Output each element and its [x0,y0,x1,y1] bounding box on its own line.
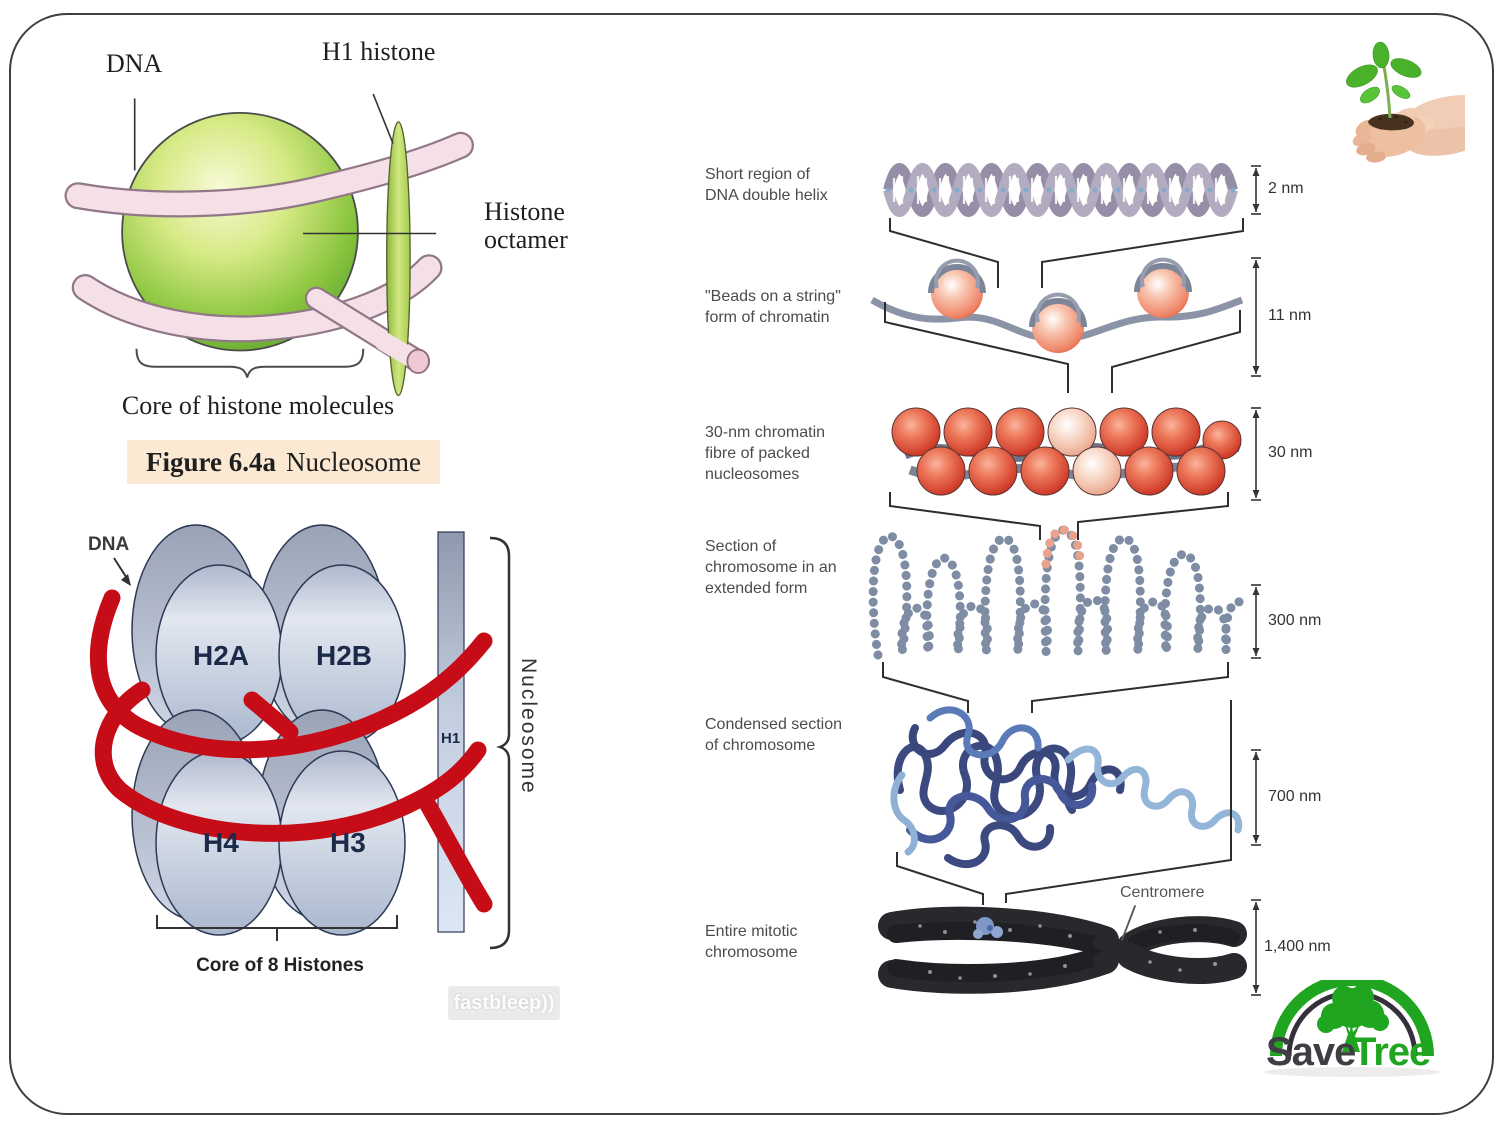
size-300nm: 300 nm [1268,612,1322,629]
nucleosome-label: Nucleosome [517,658,540,795]
level-label-dna-helix: Short region of DNA double helix [705,166,828,204]
condensed-chromosome [890,706,1243,869]
centromere-label: Centromere [1120,884,1205,901]
logo-arch-green [1270,980,1434,1057]
dna-label: DNA [106,49,163,78]
arrow-700nm [1251,749,1261,846]
size-30nm: 30 nm [1268,444,1313,461]
h4-label: H4 [203,827,239,858]
h2a-label: H2A [193,640,250,671]
figure-caption-title: Nucleosome [286,446,421,477]
core-brace [135,348,365,378]
level-label-fibre: 30-nm chromatin fibre of packed nucleoso… [705,424,826,483]
h2b-label: H2B [316,640,373,671]
arrow-300nm [1251,584,1261,659]
packing-diagram-graphic [868,163,1261,996]
logo-tree [1317,985,1389,1052]
save-tree-logo-graphic [1264,980,1440,1077]
dna-red-strand [89,589,493,913]
h3-label: H3 [330,827,366,858]
size-2nm: 2 nm [1268,180,1304,197]
level-connectors [882,218,1244,905]
level-label-condensed: Condensed section of chromosome [705,716,842,754]
histone-core-figure-graphic [89,524,511,950]
arrow-1400nm [1251,899,1261,996]
figure-caption: Figure 6.4a Nucleosome [127,440,440,484]
dimension-arrows [1251,165,1261,996]
histone-octamer-label: Histone octamer [484,197,568,254]
leaves [1346,41,1422,104]
logo-word-tree: Tree [1352,1030,1431,1074]
stem [1382,65,1392,119]
level-label-extended: Section of chromosome in an extended for… [705,538,837,597]
arrow-30nm [1251,407,1261,501]
core-bracket [156,915,398,941]
dna-strand-upper [64,131,474,218]
size-700nm: 700 nm [1268,788,1322,805]
core-of-histone-label: Core of histone molecules [121,391,395,420]
fastbleep-watermark: fastbleep)) [448,986,560,1020]
slide-border [9,13,1494,1115]
chromosome-blue-patch [973,917,1003,939]
figure-caption-number: Figure 6.4a [146,446,277,477]
chromatin-fibre [891,407,1242,496]
nucleosome-brace [489,536,511,950]
size-11nm: 11 nm [1268,307,1312,324]
logo-word-save: Save [1266,1030,1356,1074]
level-label-beads: "Beads on a string" form of chromatin [705,288,841,326]
beads-on-string [870,257,1244,353]
centromere-pointer-line [1121,905,1136,941]
h1-histone-label: H1 histone [322,37,436,66]
h1-pointer-line [372,93,394,144]
h1-bar-label: H1 [441,730,461,747]
mitotic-chromosome [878,905,1247,994]
hands-plant-image [1346,41,1465,163]
dna-label-b: DNA [88,534,130,555]
arrow-11nm [1251,257,1261,377]
h1-histone-ellipse [386,121,411,397]
size-1400nm: 1,400 nm [1264,938,1331,955]
level-label-mitotic: Entire mitotic chromosome [705,923,798,961]
arrow-2nm [1251,165,1261,215]
core-8-histones-label: Core of 8 Histones [196,955,364,976]
nucleosome-figure-graphic [64,93,474,397]
dna-arrow [113,557,131,586]
histone-octamer-sphere [121,111,359,352]
dna-helix [883,163,1238,217]
dna-tube-end [406,348,430,374]
extended-chromosome-loops [868,525,1245,660]
